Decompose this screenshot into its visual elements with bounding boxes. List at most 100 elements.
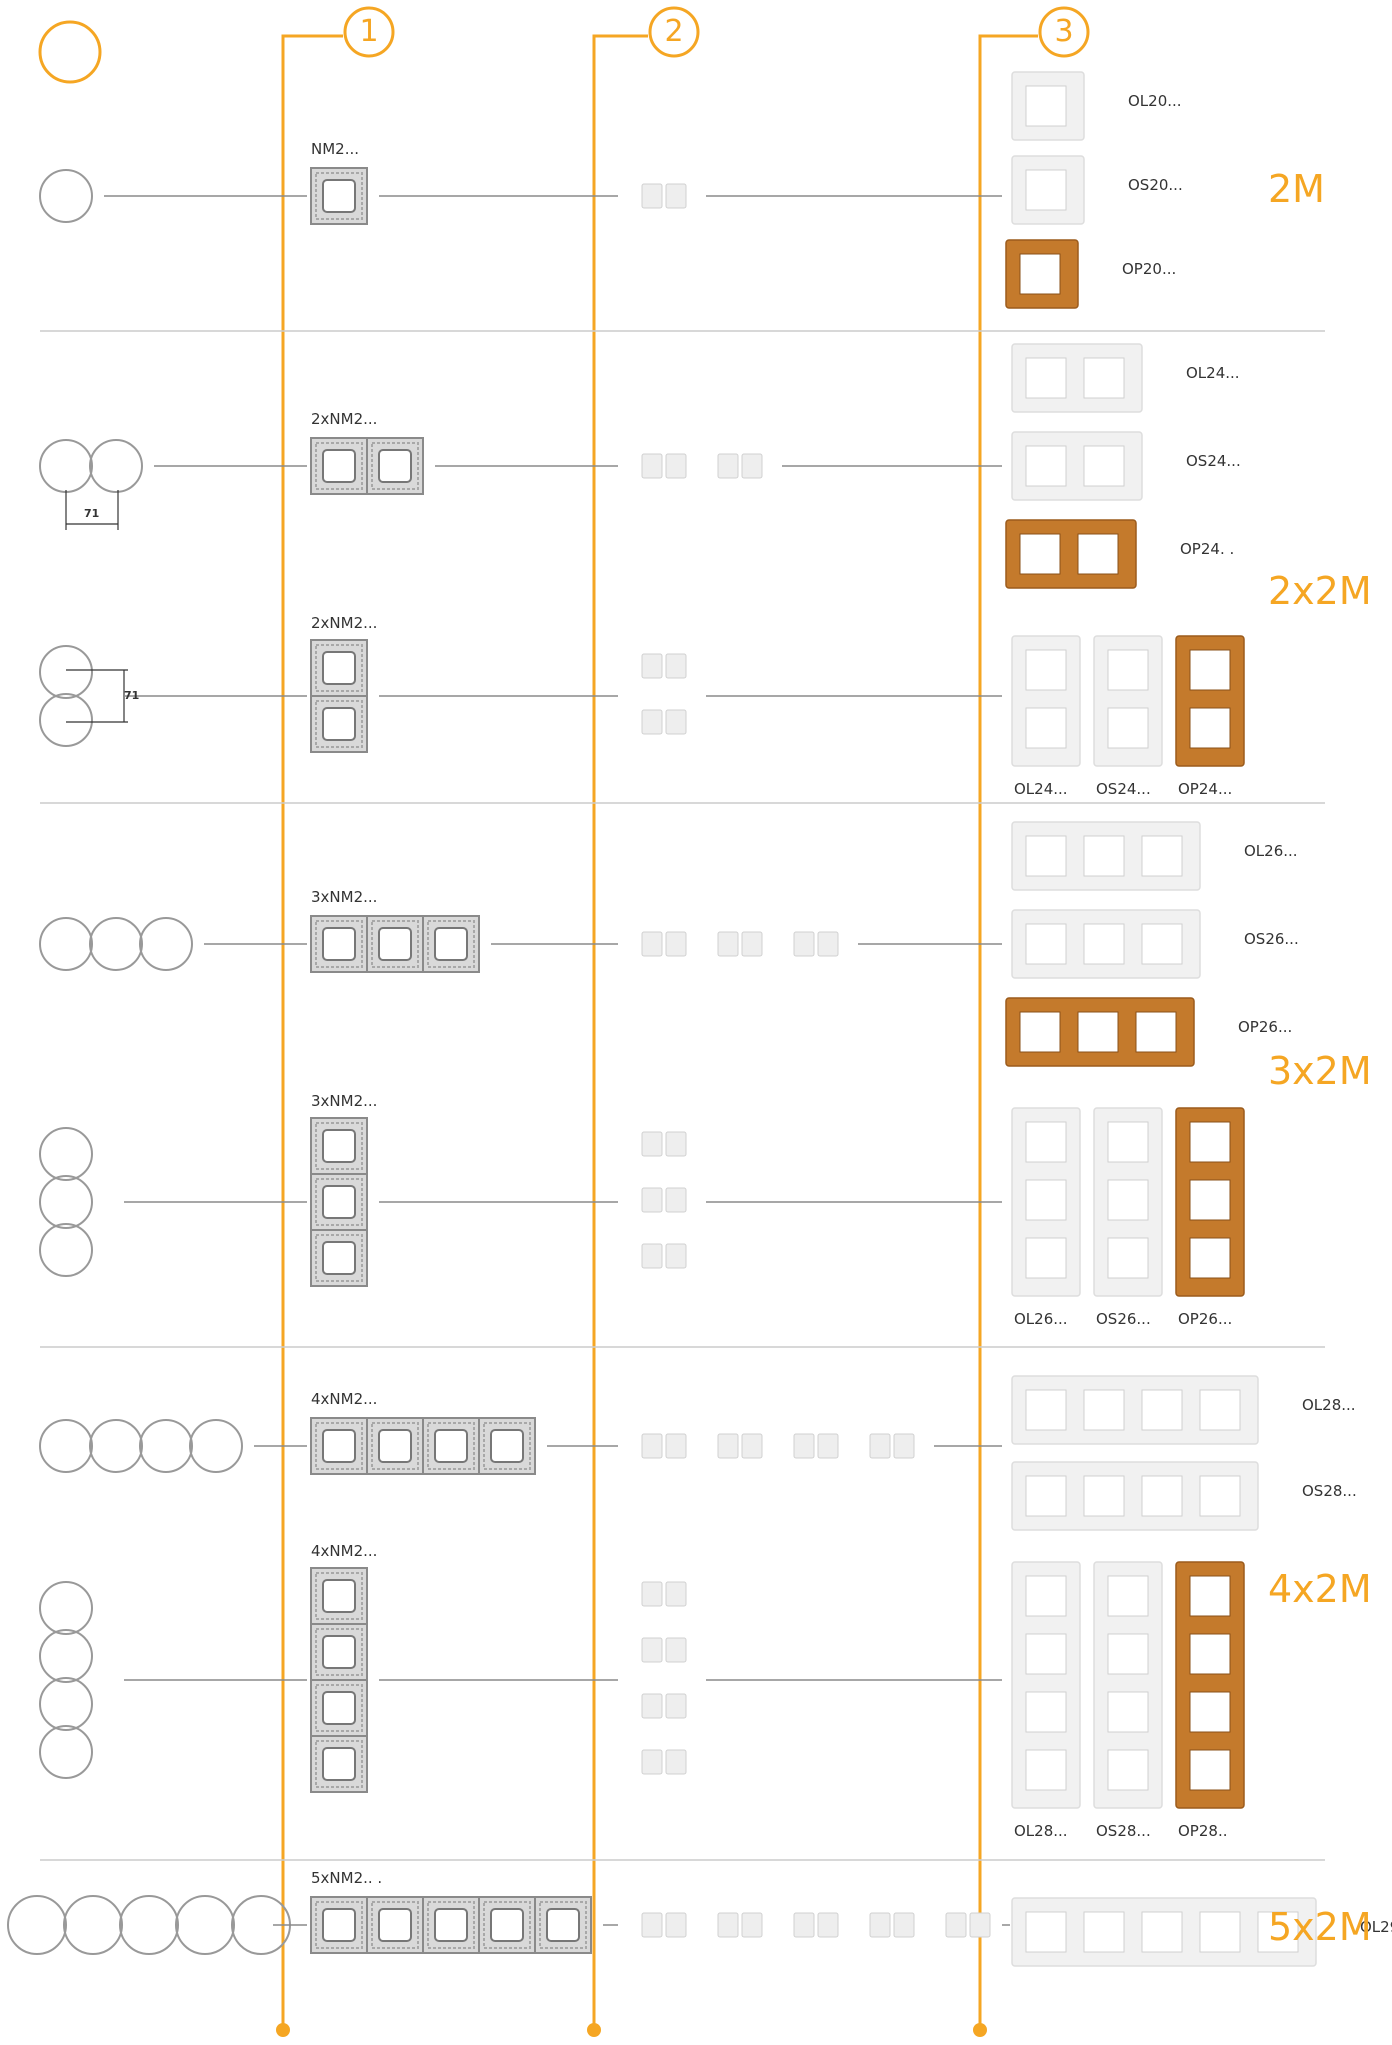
cover-frame — [1176, 1108, 1244, 1296]
mounting-plate — [311, 168, 367, 224]
cover-frame-opening — [1026, 924, 1066, 964]
cover-frame-opening — [1084, 924, 1124, 964]
cover-frame-opening — [1026, 86, 1066, 126]
mechanism-key — [642, 710, 662, 734]
cover-frame-label: OS24... — [1186, 452, 1241, 470]
cover-frame-opening — [1190, 1634, 1230, 1674]
mechanism-key — [870, 1434, 890, 1458]
mounting-plate — [535, 1897, 591, 1953]
mechanism-key — [742, 932, 762, 956]
cover-frame-opening — [1026, 1476, 1066, 1516]
mechanism-module-pair — [794, 932, 838, 956]
wall-box-hole — [40, 1224, 92, 1276]
cover-frame-label: OL26... — [1244, 842, 1298, 860]
mechanism-key — [718, 454, 738, 478]
mechanism-key — [818, 1434, 838, 1458]
mechanism-key — [642, 1582, 662, 1606]
mounting-plate-opening — [435, 1909, 467, 1941]
cover-frame-opening — [1190, 1750, 1230, 1790]
mounting-plate-opening — [323, 450, 355, 482]
mounting-plate-label: 3xNM2... — [311, 888, 377, 906]
cover-frame — [1012, 636, 1080, 766]
wall-box-hole — [40, 1128, 92, 1180]
cover-frame-opening — [1142, 1476, 1182, 1516]
mounting-plate-opening — [323, 1748, 355, 1780]
mechanism-key — [666, 1434, 686, 1458]
mounting-plate — [423, 1897, 479, 1953]
cover-frame-opening — [1026, 1692, 1066, 1732]
mechanism-module-pair — [642, 184, 686, 208]
cover-frame — [1012, 1562, 1080, 1808]
mechanism-key — [818, 1913, 838, 1937]
mechanism-key — [970, 1913, 990, 1937]
column-end-dot-1 — [276, 2023, 290, 2037]
mounting-plate-label: NM2... — [311, 140, 359, 158]
mounting-plate — [311, 1174, 367, 1230]
dimension-label: 71 — [124, 690, 139, 702]
wall-box-hole — [40, 1176, 92, 1228]
module-size-label: 5x2M — [1268, 1906, 1372, 1948]
mechanism-key — [794, 932, 814, 956]
wall-box-hole — [40, 1678, 92, 1730]
mechanism-key — [666, 1188, 686, 1212]
cover-frame-label: OP26... — [1178, 1310, 1232, 1328]
hole-circle-icon — [40, 22, 100, 82]
wall-box-hole — [140, 1420, 192, 1472]
mechanism-module-pair — [642, 1582, 686, 1606]
mounting-plate-opening — [323, 1692, 355, 1724]
cover-frame-opening — [1084, 358, 1124, 398]
mechanism-key — [642, 1750, 662, 1774]
mounting-plate — [367, 916, 423, 972]
mounting-plate — [423, 1418, 479, 1474]
cover-frame — [1012, 1108, 1080, 1296]
cover-frame-opening — [1026, 1576, 1066, 1616]
mechanism-module-pair — [718, 1913, 762, 1937]
mechanism-module-pair — [870, 1434, 914, 1458]
mechanism-module-pair — [718, 932, 762, 956]
mechanism-module-pair — [870, 1913, 914, 1937]
mechanism-module-pair — [642, 1750, 686, 1774]
mechanism-key — [642, 654, 662, 678]
mechanism-module-pair — [642, 1638, 686, 1662]
wall-box-hole — [64, 1896, 122, 1954]
mechanism-key — [666, 1913, 686, 1937]
wall-box-hole — [40, 1420, 92, 1472]
mechanism-key — [894, 1434, 914, 1458]
cover-frame-opening — [1020, 534, 1060, 574]
mechanism-key — [666, 1132, 686, 1156]
mounting-plate — [311, 640, 367, 696]
mounting-plate-label: 4xNM2... — [311, 1542, 377, 1560]
cover-frame-opening — [1190, 1692, 1230, 1732]
wall-box-hole — [176, 1896, 234, 1954]
mounting-plate-opening — [323, 1636, 355, 1668]
wall-box-hole — [40, 440, 92, 492]
mechanism-module-pair — [642, 454, 686, 478]
mounting-plate — [311, 916, 367, 972]
mounting-plate-opening — [547, 1909, 579, 1941]
dimension-label: 71 — [84, 508, 99, 520]
mechanism-module-pair — [718, 1434, 762, 1458]
wall-box-hole — [190, 1420, 242, 1472]
cover-frame-opening — [1026, 708, 1066, 748]
wall-box-hole — [40, 918, 92, 970]
cover-frame-opening — [1200, 1912, 1240, 1952]
cover-frame-label: OL26... — [1014, 1310, 1068, 1328]
column-number-1: 1 — [349, 12, 389, 52]
mechanism-key — [794, 1434, 814, 1458]
mounting-plate — [311, 1736, 367, 1792]
mounting-plate — [479, 1897, 535, 1953]
mounting-plate — [311, 1568, 367, 1624]
mounting-plate — [367, 1897, 423, 1953]
cover-frame-opening — [1190, 1180, 1230, 1220]
mounting-plate-opening — [435, 928, 467, 960]
mounting-plate-opening — [491, 1430, 523, 1462]
cover-frame-label: OP26... — [1238, 1018, 1292, 1036]
wall-box-hole — [120, 1896, 178, 1954]
mounting-plate-opening — [379, 928, 411, 960]
cover-frame-label: OL28... — [1302, 1396, 1356, 1414]
mechanism-key — [642, 1638, 662, 1662]
cover-frame-opening — [1026, 1390, 1066, 1430]
mounting-plate — [311, 1418, 367, 1474]
cover-frame — [1094, 1108, 1162, 1296]
mechanism-key — [666, 454, 686, 478]
